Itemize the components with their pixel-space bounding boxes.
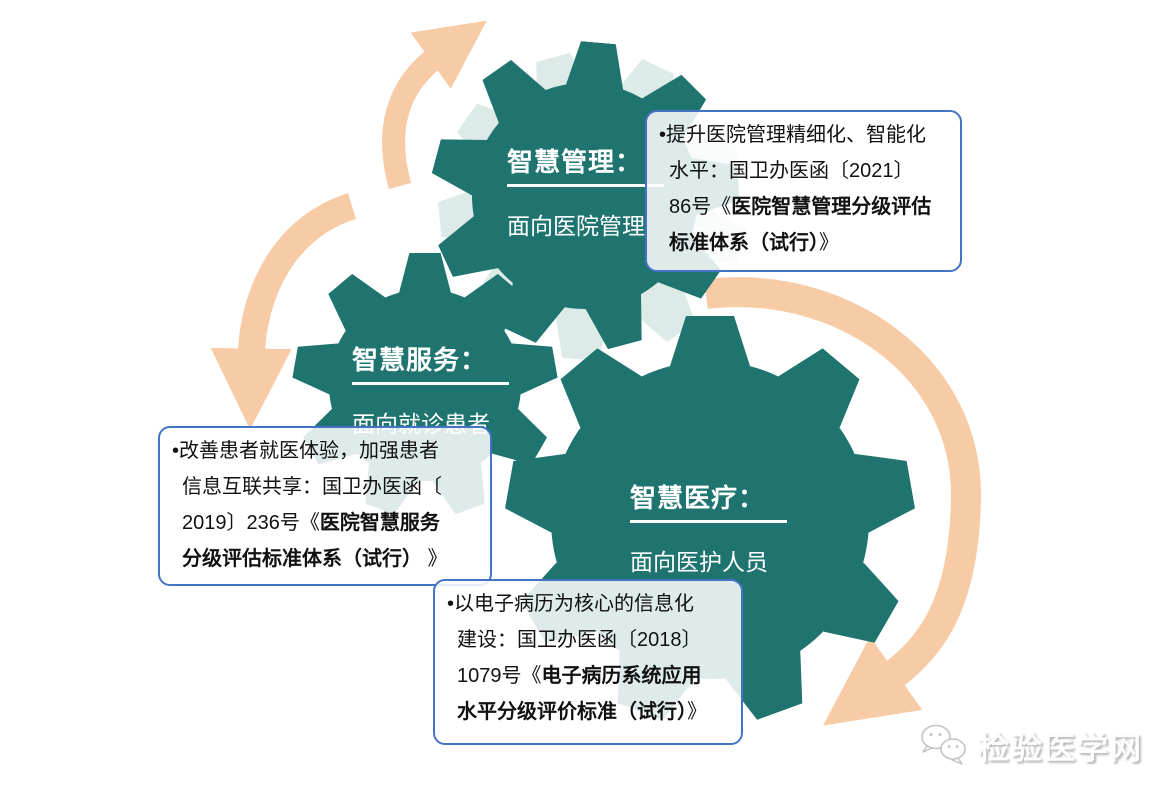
note-text-bold: 医院智慧服务 [319,512,440,534]
note-line: 1079号《电子病历系统应用 [447,658,735,694]
note-line: 信息互联共享：国卫办医函〔 [172,469,484,505]
note-text: 》 [819,232,839,254]
note-text: 信息互联共享：国卫办医函〔 [182,476,442,498]
note-line: •以电子病历为核心的信息化 [447,586,735,622]
gear-management-subtitle: 面向医院管理 [507,213,645,239]
note-text: •以电子病历为核心的信息化 [447,593,695,615]
arrow-down-left [210,193,357,430]
gear-medical-title: 智慧医疗： [630,478,788,523]
gear-medical-subtitle: 面向医护人员 [630,549,768,575]
note-text: 》 [687,701,707,723]
gear-management-title: 智慧管理： [507,142,665,187]
note-line: 分级评估标准体系（试行） 》 [172,541,484,577]
gear-tooth [670,316,750,366]
note-line: 水平分级评价标准（试行）》 [447,694,735,730]
wechat-icon [921,724,966,765]
note-text: •提升医院管理精细化、智能化 [659,124,927,146]
note-text: 86号《 [669,196,732,218]
note-line: 标准体系（试行）》 [659,225,954,261]
note-text-bold: 医院智慧管理分级评估 [731,196,932,218]
gear-management-label: 智慧管理： 面向医院管理 [507,142,665,241]
arrow-right-circular [704,277,982,726]
note-text: 水平：国卫办医函〔2021〕 [669,160,914,182]
gear-tooth [566,40,628,91]
note-line: •提升医院管理精细化、智能化 [659,117,954,153]
gear-tooth [399,253,451,293]
note-text: 2019〕236号《 [182,512,320,534]
note-box-service: •改善患者就医体验，加强患者 信息互联共享：国卫办医函〔 2019〕236号《医… [158,426,492,586]
note-text: 》 [422,548,448,570]
note-text: 建设：国卫办医函〔2018〕 [457,629,702,651]
note-text-bold: 水平分级评价标准（试行） [457,701,687,723]
note-text-bold: 分级评估标准体系（试行） [182,548,422,570]
gear-medical-label: 智慧医疗： 面向医护人员 [630,478,788,577]
note-line: 建设：国卫办医函〔2018〕 [447,622,735,658]
note-text-bold: 标准体系（试行） [669,232,819,254]
gear-service-title: 智慧服务： [352,340,510,385]
note-text-bold: 电子病历系统应用 [541,665,702,687]
note-line: •改善患者就医体验，加强患者 [172,433,484,469]
note-line: 86号《医院智慧管理分级评估 [659,189,954,225]
note-text: •改善患者就医体验，加强患者 [172,440,440,462]
note-line: 水平：国卫办医函〔2021〕 [659,153,954,189]
note-box-medical: •以电子病历为核心的信息化 建设：国卫办医函〔2018〕 1079号《电子病历系… [433,579,743,745]
note-line: 2019〕236号《医院智慧服务 [172,505,484,541]
arrow-up-right [382,20,487,190]
note-text: 1079号《 [457,665,542,687]
gear-service-label: 智慧服务： 面向就诊患者 [352,340,510,439]
watermark: 检验医学网 [918,721,1143,769]
note-box-management: •提升医院管理精细化、智能化 水平：国卫办医函〔2021〕 86号《医院智慧管理… [645,110,962,272]
watermark-label: 检验医学网 [978,730,1143,766]
